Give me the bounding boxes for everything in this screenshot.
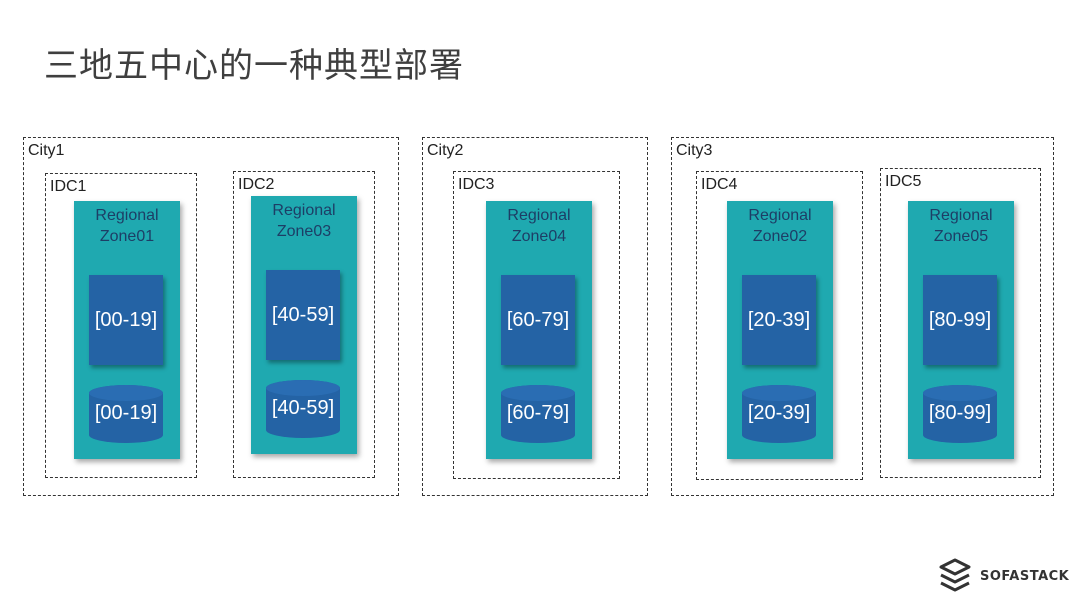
db-range: [00-19] [94,402,158,424]
database-icon [742,385,816,443]
city-box-1: City1 [23,137,399,496]
db-range: [80-99] [928,402,992,424]
database-icon [266,380,340,438]
database-icon [501,385,575,443]
regional-zone-05: Regional Zone05 [80-99] [80-99] [908,201,1014,459]
idc-label: IDC3 [458,176,495,193]
db-range: [60-79] [506,402,570,424]
db-range: [40-59] [271,397,335,419]
sofastack-logo: SOFASTACK [938,558,1069,594]
shard-range: [80-99] [928,309,992,331]
city-label: City2 [427,142,464,159]
database-cylinder: [00-19] [89,385,163,443]
shard-block: [20-39] [742,275,816,365]
idc-label: IDC5 [885,173,922,190]
idc-box-4: IDC4 [696,171,863,480]
sofastack-logo-icon [939,558,971,592]
logo-text: SOFASTACK [980,568,1070,584]
idc-label: IDC1 [50,178,87,195]
shard-range: [40-59] [271,304,335,326]
city-box-2: City2 [422,137,648,496]
database-cylinder: [80-99] [923,385,997,443]
regional-zone-01: Regional Zone01 [00-19] [00-19] [74,201,180,459]
idc-box-2: IDC2 [233,171,375,478]
regional-zone-03: Regional Zone03 [40-59] [40-59] [251,196,357,454]
regional-zone-04: Regional Zone04 [60-79] [60-79] [486,201,592,459]
shard-block: [00-19] [89,275,163,365]
shard-range: [20-39] [747,309,811,331]
database-cylinder: [60-79] [501,385,575,443]
shard-range: [00-19] [94,309,158,331]
zone-label: Regional Zone05 [929,207,993,245]
idc-box-1: IDC1 [45,173,197,478]
shard-range: [60-79] [506,309,570,331]
regional-zone-02: Regional Zone02 [20-39] [20-39] [727,201,833,459]
zone-label: Regional Zone02 [748,207,812,245]
zone-label: Regional Zone01 [95,207,159,245]
shard-block: [40-59] [266,270,340,360]
city-box-3: City3 [671,137,1054,496]
shard-block: [80-99] [923,275,997,365]
city-label: City1 [28,142,65,159]
idc-box-5: IDC5 [880,168,1041,478]
database-cylinder: [40-59] [266,380,340,438]
idc-label: IDC2 [238,176,275,193]
page-title: 三地五中心的一种典型部署 [44,46,464,86]
database-icon [89,385,163,443]
database-cylinder: [20-39] [742,385,816,443]
shard-block: [60-79] [501,275,575,365]
db-range: [20-39] [747,402,811,424]
idc-box-3: IDC3 [453,171,620,479]
database-icon [923,385,997,443]
zone-label: Regional Zone04 [507,207,571,245]
idc-label: IDC4 [701,176,738,193]
zone-label: Regional Zone03 [272,202,336,240]
city-label: City3 [676,142,713,159]
